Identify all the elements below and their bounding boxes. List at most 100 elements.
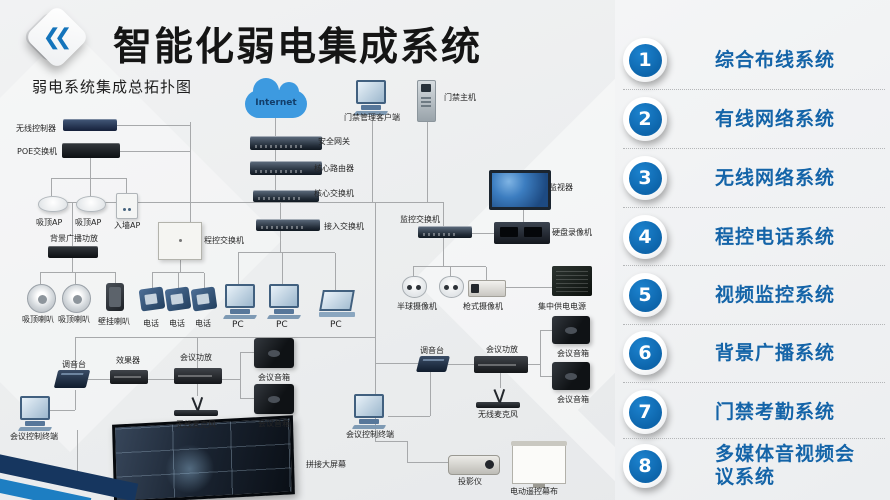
label-telephone: 电话 (195, 319, 211, 328)
menu-label: 无线网络系统 (715, 166, 836, 189)
telephone-icon (190, 286, 218, 312)
ceiling-ap-icon (38, 196, 68, 212)
menu-number: 7 (628, 395, 662, 429)
menu-item-2: 2 有线网络系统 (623, 97, 883, 141)
label-effects: 效果器 (116, 356, 140, 365)
power-supply-icon (552, 266, 592, 296)
menu-divider (623, 324, 885, 325)
label-telephone: 电话 (143, 319, 159, 328)
menu-number-badge: 8 (623, 444, 667, 488)
connector-line (413, 266, 486, 267)
connector-line (88, 379, 110, 380)
desktop-pc-icon (266, 284, 302, 319)
conference-speaker-icon (254, 338, 294, 368)
label-mixer: 调音台 (420, 346, 444, 355)
label-dome-camera: 半球摄像机 (397, 302, 437, 311)
connector-line (450, 267, 451, 276)
label-wall-ap: 入墙AP (114, 221, 141, 230)
label-conference-terminal: 会议控制终端 (346, 430, 394, 439)
label-conference-amplifier: 会议功放 (180, 353, 212, 362)
menu-item-4: 4 程控电话系统 (623, 215, 883, 259)
connector-line (375, 363, 418, 364)
connector-line (62, 202, 443, 203)
connector-line (388, 416, 430, 417)
bg-amplifier-icon (48, 246, 98, 258)
label-conference-speaker: 会议音箱 (557, 395, 589, 404)
menu-number: 8 (628, 449, 662, 483)
menu-label: 背景广播系统 (715, 341, 836, 364)
label-conference-terminal: 会议控制终端 (10, 432, 58, 441)
projector-icon (448, 455, 500, 475)
connector-line (275, 118, 276, 136)
label-conference-speaker: 会议音箱 (557, 349, 589, 358)
connector-line (148, 379, 174, 380)
laptop-icon (318, 290, 356, 317)
connector-line (90, 179, 91, 196)
connector-line (152, 273, 153, 288)
menu-number-badge: 3 (623, 156, 667, 200)
connector-line (275, 175, 276, 190)
label-projection-screen: 电动遥控幕布 (510, 487, 558, 496)
connector-line (120, 151, 190, 152)
label-video-wall: 拼接大屏幕 (306, 460, 346, 469)
connector-line (75, 390, 76, 410)
label-telephone: 电话 (169, 319, 185, 328)
connector-line (126, 179, 127, 193)
cctv-switch-icon (418, 226, 472, 238)
page-subtitle: 弱电系统集成总拓扑图 (32, 78, 193, 96)
connector-line (240, 398, 254, 399)
connector-line (372, 114, 373, 202)
connector-line (407, 441, 408, 463)
menu-item-3: 3 无线网络系统 (623, 156, 883, 200)
connector-line (72, 258, 73, 272)
label-access-host: 门禁主机 (444, 93, 476, 102)
menu-divider (623, 89, 885, 90)
wireless-controller-icon (63, 119, 117, 131)
connector-line (280, 202, 281, 219)
menu-label: 程控电话系统 (715, 225, 836, 248)
bullet-camera-icon (468, 280, 506, 297)
menu-divider (623, 148, 885, 149)
menu-number-badge: 7 (623, 390, 667, 434)
menu-item-7: 7 门禁考勤系统 (623, 390, 883, 434)
label-wireless-mic: 无线麦克风 (478, 410, 518, 419)
core-switch-icon (253, 190, 319, 202)
connector-line (75, 338, 76, 370)
internet-cloud-icon: Internet (245, 78, 307, 118)
ceiling-speaker-icon (27, 284, 56, 313)
wireless-mic-icon (476, 388, 520, 408)
connector-line (197, 338, 198, 368)
connector-line (540, 330, 552, 331)
menu-number: 4 (628, 220, 662, 254)
connector-line (51, 179, 52, 196)
connector-line (375, 441, 407, 442)
connector-line (115, 273, 116, 283)
menu-number: 1 (628, 43, 662, 77)
conference-speaker-icon (254, 384, 294, 414)
connector-line (413, 267, 414, 276)
connector-line (77, 430, 78, 479)
connector-line (430, 372, 431, 416)
label-security-gateway: 安全网关 (318, 137, 350, 146)
label-ceiling-speaker: 吸顶喇叭 (22, 315, 54, 324)
connector-line (240, 352, 241, 398)
connector-line (275, 150, 276, 162)
wireless-mic-icon (174, 396, 218, 416)
connector-line (504, 287, 552, 288)
connector-line (500, 373, 501, 388)
connector-line (238, 253, 239, 284)
access-control-host-icon (417, 80, 436, 122)
label-conference-speaker: 会议音箱 (258, 419, 290, 428)
connector-line (443, 202, 444, 226)
dome-camera-icon (439, 276, 464, 298)
menu-divider (623, 438, 885, 439)
menu-divider (623, 265, 885, 266)
connector-line (117, 125, 190, 126)
menu-label: 门禁考勤系统 (715, 400, 836, 423)
label-conference-amplifier: 会议功放 (486, 345, 518, 354)
back-chevron-icon: ❮❮ (42, 24, 73, 50)
mixer-icon (53, 370, 91, 388)
label-conference-speaker: 会议音箱 (258, 373, 290, 382)
menu-number: 6 (628, 336, 662, 370)
label-dvr: 硬盘录像机 (552, 228, 592, 237)
